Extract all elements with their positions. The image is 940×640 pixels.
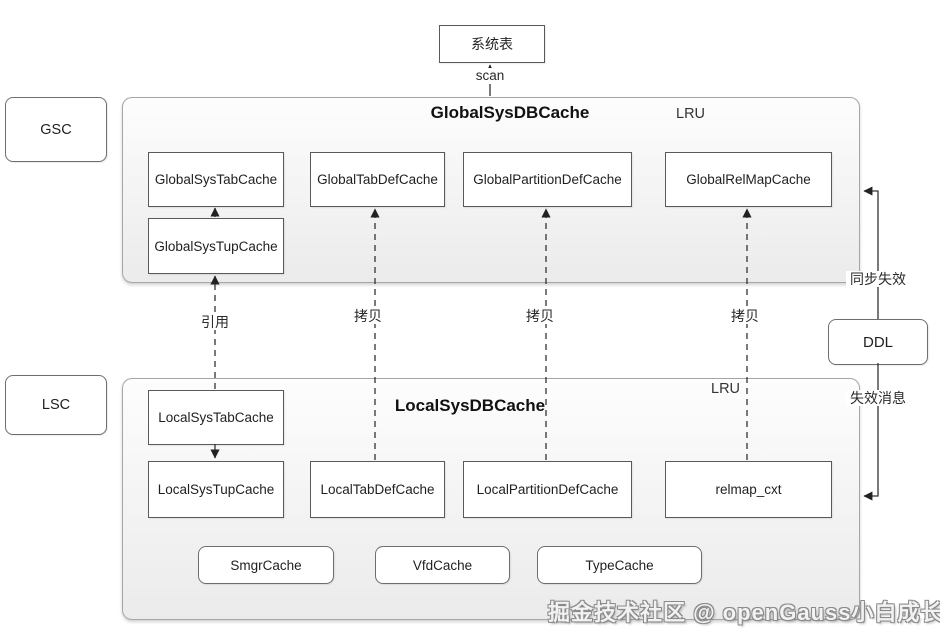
box-global-sys-tab-cache: GlobalSysTabCache [148, 152, 284, 207]
box-global-tab-def-cache: GlobalTabDefCache [310, 152, 445, 207]
box-local-tab-def-cache: LocalTabDefCache [310, 461, 445, 518]
box-local-partition-def-cache: LocalPartitionDefCache [463, 461, 632, 518]
box-ddl: DDL [828, 319, 928, 365]
box-vfd-cache: VfdCache [375, 546, 510, 584]
scan-edge-label: scan [466, 68, 514, 84]
sync-invalidation-edge-label: 同步失效 [846, 271, 910, 288]
copy-edge-label-2: 拷贝 [522, 308, 558, 325]
copy-edge-label-3: 拷贝 [727, 308, 763, 325]
copy-edge-label-1: 拷贝 [350, 308, 386, 325]
box-relmap-cxt: relmap_cxt [665, 461, 832, 518]
global-lru-label: LRU [676, 106, 706, 122]
reference-edge-label: 引用 [197, 314, 233, 331]
watermark: 掘金技术社区 @ openGauss小白成长日记 [548, 600, 940, 625]
box-global-rel-map-cache: GlobalRelMapCache [665, 152, 832, 207]
local-container-title: LocalSysDBCache [394, 396, 546, 415]
global-container-title: GlobalSysDBCache [430, 103, 590, 122]
connector-ddl-invalidation-message [863, 363, 879, 501]
box-type-cache: TypeCache [537, 546, 702, 584]
local-lru-label: LRU [711, 381, 741, 397]
box-global-sys-tup-cache: GlobalSysTupCache [148, 218, 284, 274]
box-local-sys-tup-cache: LocalSysTupCache [148, 461, 284, 518]
box-smgr-cache: SmgrCache [198, 546, 334, 584]
box-global-partition-def-cache: GlobalPartitionDefCache [463, 152, 632, 207]
box-system-table: 系统表 [439, 25, 545, 63]
box-lsc: LSC [5, 375, 107, 435]
box-local-sys-tab-cache: LocalSysTabCache [148, 390, 284, 445]
box-gsc: GSC [5, 97, 107, 162]
connector-ddl-sync-invalidation [863, 186, 879, 319]
invalidation-message-edge-label: 失效消息 [846, 390, 910, 407]
